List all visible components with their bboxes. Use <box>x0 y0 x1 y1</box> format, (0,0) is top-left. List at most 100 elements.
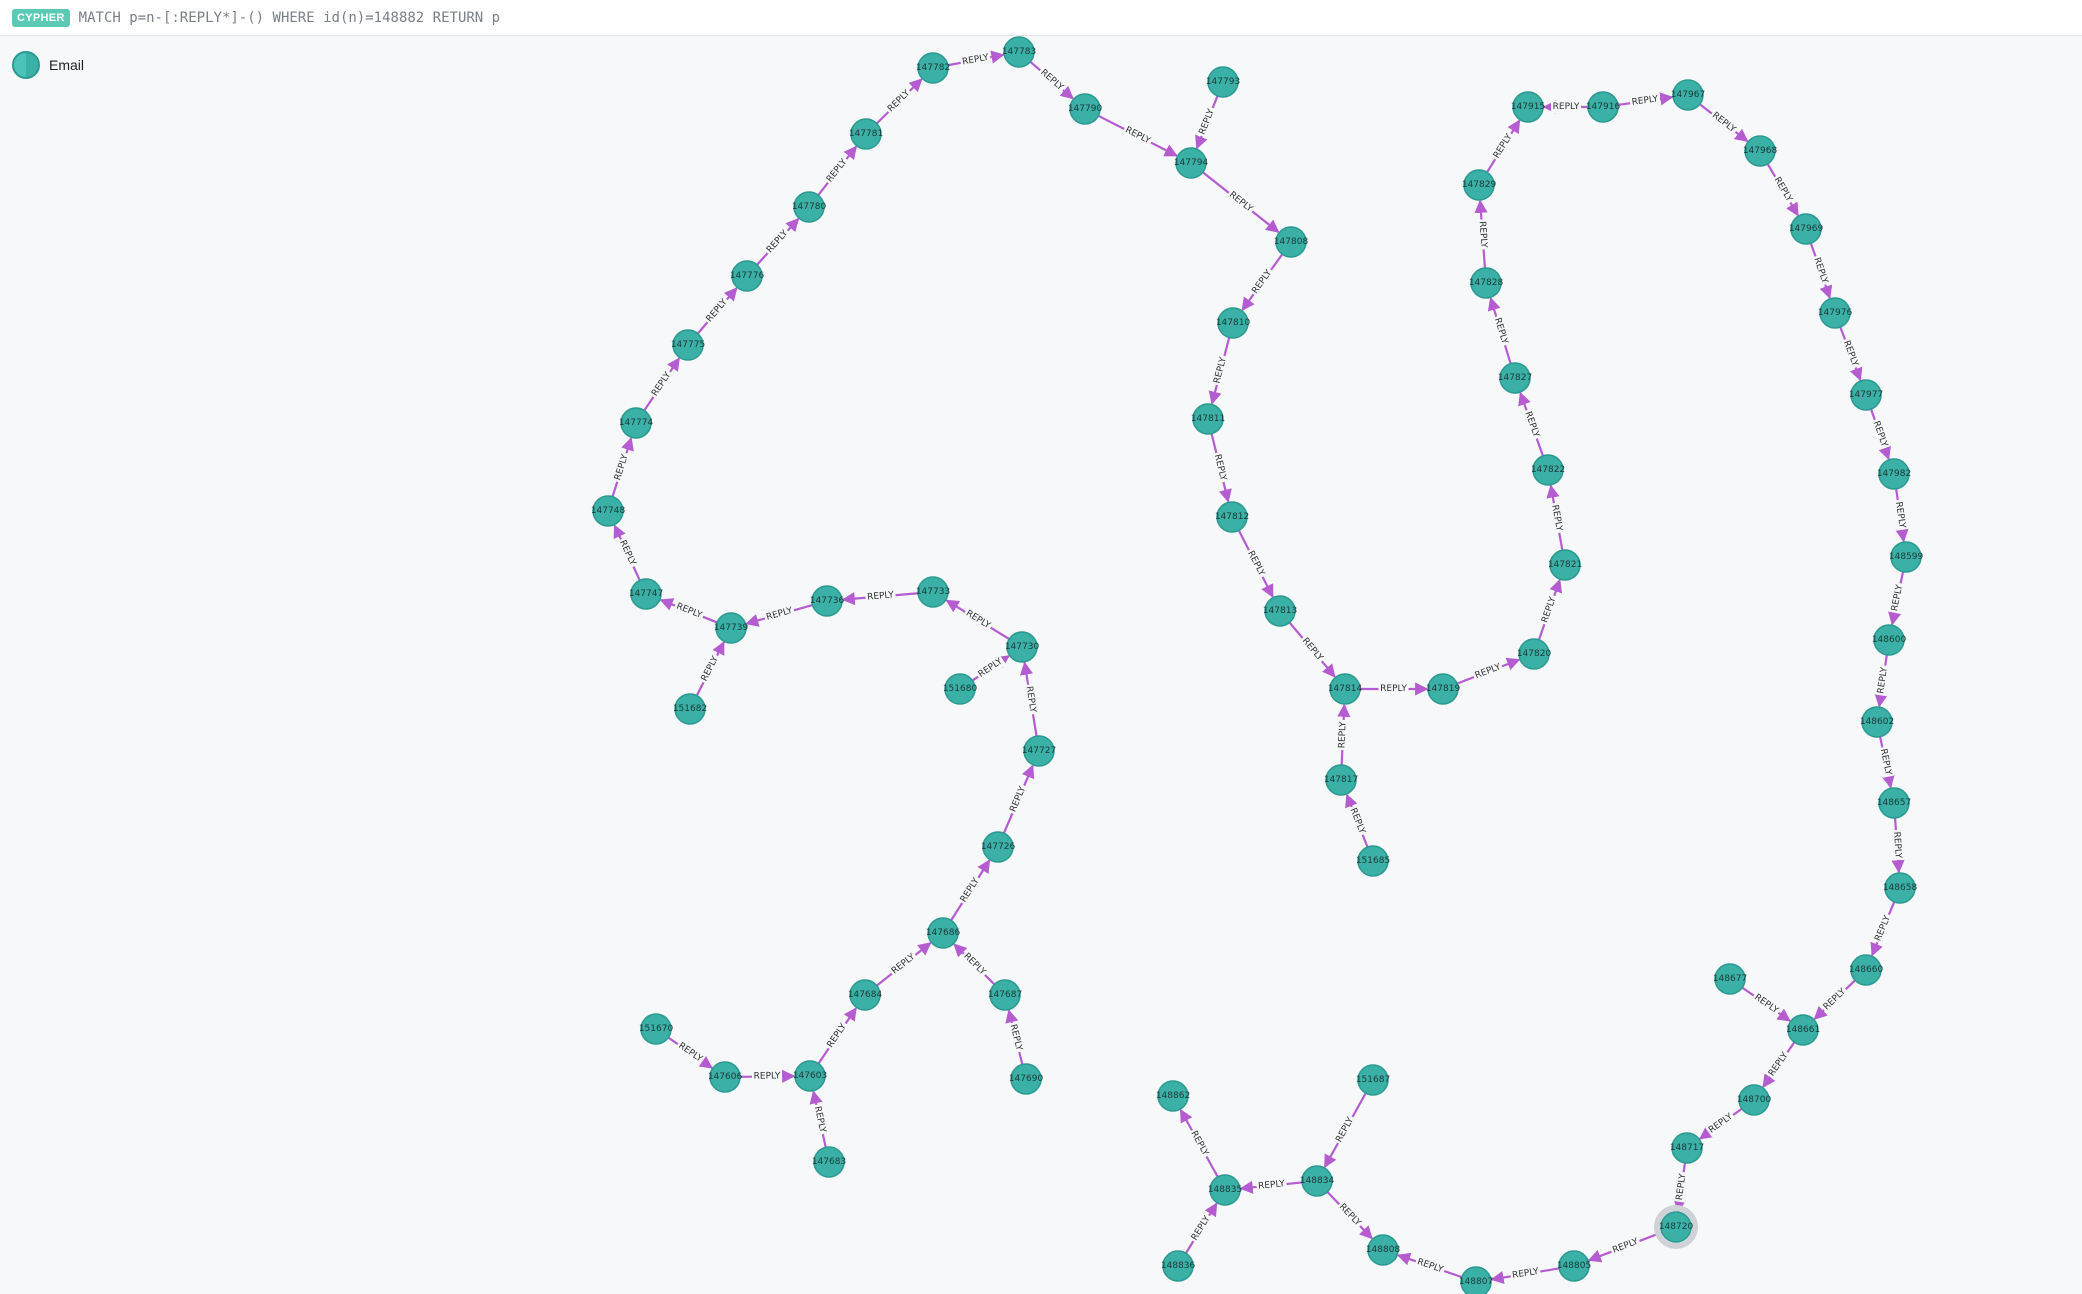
node-circle[interactable] <box>1512 91 1544 123</box>
email-node[interactable]: 147969 <box>1789 213 1824 245</box>
node-circle[interactable] <box>793 191 825 223</box>
node-circle[interactable] <box>1787 1014 1819 1046</box>
email-node[interactable]: 147747 <box>629 578 663 610</box>
node-circle[interactable] <box>1301 1165 1333 1197</box>
email-node[interactable]: 148720 <box>1654 1205 1698 1249</box>
node-circle[interactable] <box>1470 267 1502 299</box>
node-circle[interactable] <box>1209 1174 1241 1206</box>
relationship-edge[interactable]: REPLY <box>1766 163 1799 217</box>
relationship-edge[interactable]: REPLY <box>1617 92 1674 110</box>
relationship-edge[interactable]: REPLY <box>809 1090 829 1148</box>
email-node[interactable]: 148805 <box>1557 1250 1591 1282</box>
node-circle[interactable] <box>1175 147 1207 179</box>
relationship-edge[interactable]: REPLY <box>1518 391 1544 457</box>
relationship-edge[interactable]: REPLY <box>613 524 641 581</box>
email-node[interactable]: 147683 <box>812 1146 846 1178</box>
email-node[interactable]: 148835 <box>1208 1174 1242 1206</box>
node-circle[interactable] <box>989 979 1021 1011</box>
relationship-edge[interactable]: REPLY <box>1813 979 1856 1020</box>
email-node[interactable]: 147687 <box>988 979 1022 1011</box>
relationship-edge[interactable]: REPLY <box>1179 1108 1219 1178</box>
relationship-edge[interactable]: REPLY <box>1029 60 1074 100</box>
email-node[interactable]: 147915 <box>1511 91 1545 123</box>
email-node[interactable]: 148862 <box>1156 1080 1190 1112</box>
relationship-edge[interactable]: REPLY <box>1456 657 1521 685</box>
email-node[interactable]: 147814 <box>1328 673 1363 705</box>
node-circle[interactable] <box>1738 1084 1770 1116</box>
node-circle[interactable] <box>1192 403 1224 435</box>
legend-label-email[interactable]: Email <box>49 57 85 73</box>
email-node[interactable]: 147780 <box>792 191 827 223</box>
relationship-edge[interactable]: REPLY <box>611 436 634 498</box>
relationship-edge[interactable]: REPLY <box>1839 326 1863 382</box>
relationship-edge[interactable]: REPLY <box>1870 901 1896 957</box>
email-node[interactable]: 147976 <box>1818 297 1853 329</box>
node-circle[interactable] <box>1878 787 1910 819</box>
email-node[interactable]: 148677 <box>1713 963 1747 995</box>
relationship-edge[interactable]: REPLY <box>876 942 932 987</box>
email-node[interactable]: 147726 <box>981 831 1016 863</box>
relationship-edge[interactable]: REPLY <box>950 859 991 921</box>
node-circle[interactable] <box>1367 1234 1399 1266</box>
relationship-edge[interactable]: REPLY <box>1336 703 1351 766</box>
node-circle[interactable] <box>731 260 763 292</box>
relationship-edge[interactable]: REPLY <box>1874 654 1892 708</box>
node-circle[interactable] <box>849 979 881 1011</box>
node-circle[interactable] <box>1023 735 1055 767</box>
relationship-edge[interactable]: REPLY <box>1184 1202 1218 1254</box>
email-node[interactable]: 148660 <box>1849 954 1884 986</box>
email-node[interactable]: 147829 <box>1462 169 1497 201</box>
relationship-edge[interactable]: REPLY <box>1323 1092 1367 1169</box>
legend[interactable]: Email <box>12 51 84 79</box>
email-node[interactable]: 147748 <box>591 495 626 527</box>
node-circle[interactable] <box>1587 91 1619 123</box>
email-node[interactable]: 147774 <box>619 407 654 439</box>
node-circle[interactable] <box>1427 673 1459 705</box>
email-node[interactable]: 147733 <box>916 576 950 608</box>
node-circle[interactable] <box>1660 1211 1692 1243</box>
email-node[interactable]: 147813 <box>1263 595 1297 627</box>
node-circle[interactable] <box>1264 595 1296 627</box>
email-node[interactable]: 147690 <box>1009 1063 1044 1095</box>
node-circle[interactable] <box>1216 501 1248 533</box>
node-circle[interactable] <box>850 118 882 150</box>
relationship-edge[interactable]: REPLY <box>1345 793 1369 848</box>
node-circle[interactable] <box>1850 379 1882 411</box>
relationship-edge[interactable]: REPLY <box>1239 1178 1303 1194</box>
email-node[interactable]: 147977 <box>1849 379 1883 411</box>
email-node[interactable]: 151670 <box>639 1013 674 1045</box>
email-node[interactable]: 147822 <box>1531 454 1565 486</box>
relationship-edge[interactable]: REPLY <box>1762 1041 1796 1088</box>
email-node[interactable]: 147603 <box>793 1060 827 1092</box>
email-node[interactable]: 148658 <box>1883 872 1918 904</box>
node-circle[interactable] <box>1549 549 1581 581</box>
relationship-edge[interactable]: REPLY <box>1699 103 1749 143</box>
email-node[interactable]: 148657 <box>1877 787 1911 819</box>
relationship-edge[interactable]: REPLY <box>971 654 1010 682</box>
node-circle[interactable] <box>1884 872 1916 904</box>
node-circle[interactable] <box>1329 673 1361 705</box>
email-node[interactable]: 147606 <box>708 1061 743 1093</box>
node-circle[interactable] <box>1672 79 1704 111</box>
relationship-edge[interactable]: REPLY <box>1208 337 1231 405</box>
relationship-edge[interactable]: REPLY <box>1542 100 1588 114</box>
relationship-edge[interactable]: REPLY <box>1587 1231 1663 1263</box>
relationship-edge[interactable]: REPLY <box>1889 817 1905 874</box>
relationship-edge[interactable]: REPLY <box>659 598 718 624</box>
relationship-edge[interactable]: REPLY <box>756 217 800 266</box>
relationship-edge[interactable]: REPLY <box>1241 253 1284 312</box>
node-circle[interactable] <box>917 52 949 84</box>
relationship-edge[interactable]: REPLY <box>945 599 1010 641</box>
node-circle[interactable] <box>620 407 652 439</box>
node-circle[interactable] <box>709 1061 741 1093</box>
relationship-edge[interactable]: REPLY <box>643 357 681 412</box>
node-circle[interactable] <box>1006 631 1038 663</box>
email-node[interactable]: 147776 <box>730 260 765 292</box>
email-node[interactable]: 147916 <box>1586 91 1621 123</box>
email-node[interactable]: 147727 <box>1022 735 1056 767</box>
node-circle[interactable] <box>1069 93 1101 125</box>
relationship-edge[interactable]: REPLY <box>817 145 858 196</box>
email-node[interactable]: 147782 <box>916 52 950 84</box>
email-node[interactable]: 147793 <box>1206 66 1240 98</box>
relationship-edge[interactable]: REPLY <box>1288 621 1336 678</box>
